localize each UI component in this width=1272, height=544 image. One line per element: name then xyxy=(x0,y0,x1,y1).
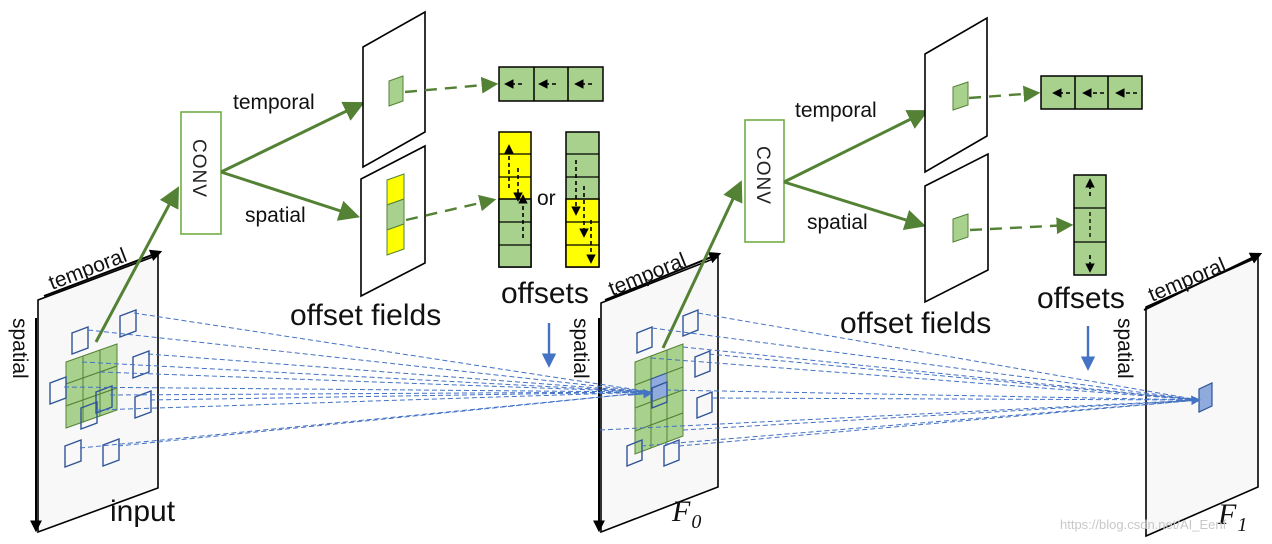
conv-box-1 xyxy=(180,111,222,235)
temporal-offsets-1 xyxy=(498,66,604,102)
f0-to-f1-projection xyxy=(599,312,1200,447)
f0-subscript: 0 xyxy=(691,511,701,533)
input-to-conv-arrow xyxy=(94,186,179,343)
conv-spatial-arrow-1 xyxy=(220,170,360,221)
f0-kernel-grid xyxy=(634,343,684,455)
field-to-offsets-spatial-2 xyxy=(969,217,1074,235)
temporal-offsets-2 xyxy=(1040,75,1143,110)
offset-field-cell-2 xyxy=(952,81,969,111)
offsets-label-1: offsets xyxy=(501,277,589,310)
field-to-offsets-temporal-2 xyxy=(968,85,1041,103)
f0-symbol: F xyxy=(671,495,691,528)
offset-field-column-1 xyxy=(386,173,405,256)
conv-label-2: CONV xyxy=(752,146,773,205)
offsets-label-2: offsets xyxy=(1037,282,1125,315)
conv-label-1: CONV xyxy=(188,139,209,198)
spatial-offsets-yellow xyxy=(498,131,532,268)
conv-branch-2: CONV temporal spatial offset fields xyxy=(661,16,1143,371)
watermark: https://blog.csdn.net/AI_Eenf xyxy=(1060,517,1227,532)
f1-symbol: F xyxy=(1217,498,1237,531)
f0-label: F0 xyxy=(671,495,701,533)
spatial-label-2: spatial xyxy=(807,211,868,234)
f0-plane: temporal spatial F0 xyxy=(569,249,722,534)
input-sampling-outlines xyxy=(49,308,152,469)
f1-subscript: 1 xyxy=(1237,514,1247,536)
f1-spatial-label: spatial xyxy=(1113,318,1136,379)
or-label: or xyxy=(537,187,556,210)
input-plane: temporal spatial input xyxy=(8,244,176,534)
temporal-label-2: temporal xyxy=(795,99,877,122)
temporal-label-1: temporal xyxy=(233,91,315,114)
f0-spatial-label: spatial xyxy=(569,318,592,379)
conv-temporal-arrow-2 xyxy=(783,110,929,184)
f0-temporal-axis-arrow xyxy=(604,252,722,301)
f0-to-f1-arrowhead xyxy=(1175,395,1201,406)
offset-field-cell-3 xyxy=(952,213,969,243)
f1-plane: temporal spatial F1 xyxy=(1113,252,1263,538)
spatial-offsets-2 xyxy=(1073,174,1107,276)
input-label: input xyxy=(110,495,176,528)
f1-temporal-axis-arrow xyxy=(1143,252,1263,311)
offset-field-cell-1 xyxy=(388,75,404,107)
conv-spatial-arrow-2 xyxy=(783,180,927,231)
f1-label: F1 xyxy=(1217,498,1247,536)
input-to-f0-projection xyxy=(63,312,652,449)
conv-temporal-arrow-1 xyxy=(220,101,365,174)
offset-fields-label-2: offset fields xyxy=(840,307,991,340)
field-to-offsets-spatial-1 xyxy=(405,194,497,222)
f0-to-conv-arrow xyxy=(661,180,743,349)
conv-branch-1: CONV temporal spatial offset fields xyxy=(94,10,604,368)
spatial-label-1: spatial xyxy=(245,204,306,227)
field-to-offsets-temporal-1 xyxy=(404,76,499,94)
input-to-f0-arrowhead xyxy=(627,388,653,399)
f0-sampling-outlines xyxy=(626,308,713,468)
conv-box-2 xyxy=(744,119,785,243)
spatial-offsets-green xyxy=(565,131,600,268)
offset-fields-label-1: offset fields xyxy=(290,299,441,332)
input-spatial-label: spatial xyxy=(8,318,31,379)
